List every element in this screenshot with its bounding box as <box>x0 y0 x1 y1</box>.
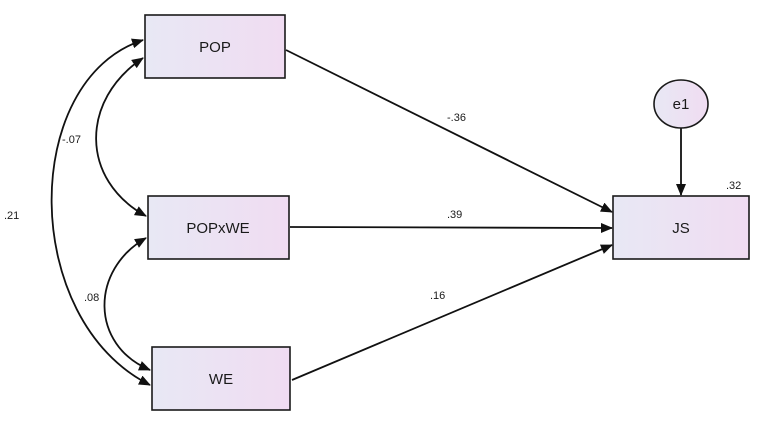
node-we[interactable]: WE <box>151 346 291 411</box>
coef-popxwe-js: .39 <box>447 209 462 221</box>
coef-cov-pop-we: .21 <box>4 210 19 222</box>
node-pop-label: POP <box>199 39 231 56</box>
covariance-arc-pop-we <box>50 38 151 386</box>
coef-we-js: .16 <box>430 290 445 302</box>
coef-pop-js: -.36 <box>447 112 466 124</box>
node-we-label: WE <box>209 371 233 388</box>
coef-cov-popxwe-we: .08 <box>84 292 99 304</box>
node-popxwe[interactable]: POPxWE <box>147 195 290 260</box>
node-js[interactable]: JS <box>612 195 750 260</box>
node-popxwe-label: POPxWE <box>186 220 249 237</box>
node-pop[interactable]: POP <box>144 14 286 79</box>
node-e1-label: e1 <box>673 96 690 113</box>
path-arrow-we-js <box>291 244 613 381</box>
path-arrow-pop-js <box>285 49 613 213</box>
path-arrow-popxwe-js <box>289 222 613 233</box>
r-squared-js: .32 <box>726 180 741 192</box>
coef-cov-pop-popxwe: -.07 <box>62 134 81 146</box>
node-e1[interactable]: e1 <box>653 79 709 129</box>
covariance-arc-pop-popxwe <box>95 57 147 217</box>
node-js-label: JS <box>672 220 690 237</box>
covariance-arc-popxwe-we <box>103 237 151 371</box>
